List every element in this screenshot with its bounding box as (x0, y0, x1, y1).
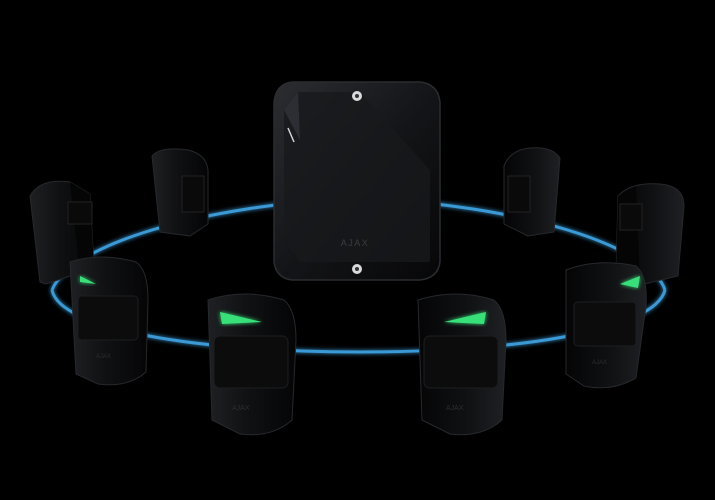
led-indicator (80, 276, 96, 284)
device-logo: AJAX (96, 354, 111, 360)
hub-logo: AJAX (341, 238, 370, 248)
device-logo: AJAX (592, 360, 607, 366)
motion-detector-front-center-right: AJAX (417, 293, 507, 436)
device-logo: AJAX (232, 405, 250, 412)
led-indicator (220, 312, 262, 324)
corner-sensor-back-right (503, 147, 561, 237)
device-logo: AJAX (446, 405, 464, 412)
led-indicator (620, 276, 640, 288)
led-indicator (444, 312, 486, 324)
motion-detector-front-center-left: AJAX (207, 293, 297, 436)
motion-detector-front-right: AJAX (565, 262, 647, 389)
corner-sensor-back-left (151, 148, 209, 237)
wall-sensor-back-left (29, 180, 95, 285)
wall-sensor-back-right (615, 183, 685, 287)
hub-module: AJAX (273, 81, 441, 281)
motion-detector-front-left: AJAX (69, 256, 149, 386)
